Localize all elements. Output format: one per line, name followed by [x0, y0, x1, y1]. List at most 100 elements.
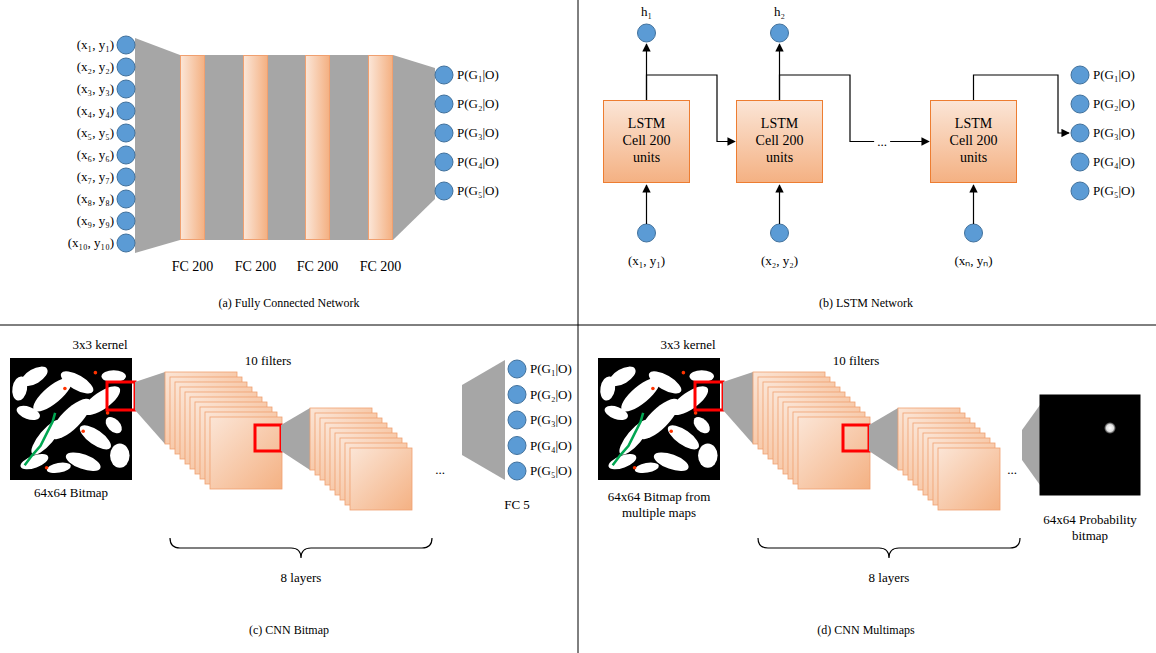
- connection-band: [330, 55, 368, 240]
- neuron-circle: [508, 411, 526, 429]
- neuron-circle: [435, 124, 453, 142]
- probability-bitmap: [1040, 395, 1140, 495]
- filter-label: 10 filters: [833, 353, 880, 369]
- neuron-circle: [1071, 153, 1089, 171]
- output-label: P(G₃|O): [457, 125, 499, 141]
- wire: [973, 185, 974, 224]
- input-label: (x₂, y₂): [761, 253, 798, 269]
- neuron-circle: [508, 437, 526, 455]
- fc-layer: FC 200: [305, 55, 330, 240]
- ellipsis: ...: [435, 462, 445, 478]
- connection-fan: [135, 38, 180, 253]
- neuron-circle: [1071, 95, 1089, 113]
- output-label: P(G₅|O): [457, 183, 499, 199]
- output-label: P(G₄|O): [530, 438, 572, 454]
- neuron-circle: [1071, 182, 1089, 200]
- ellipsis: ...: [1007, 462, 1017, 478]
- fc-layer: FC 200: [368, 55, 393, 240]
- connection-band: [205, 55, 243, 240]
- cell-label: LSTM Cell 200 units: [945, 116, 1003, 166]
- panel-divider: [578, 0, 579, 653]
- output-label: P(G₁|O): [457, 67, 499, 83]
- panel-caption: (c) CNN Bitmap: [249, 623, 329, 637]
- output-label: P(G₄|O): [457, 154, 499, 170]
- neuron-circle: [508, 386, 526, 404]
- output-caption: 64x64 Probability bitmap: [1025, 512, 1155, 543]
- output-label: P(G₃|O): [1093, 125, 1135, 141]
- cell-label: LSTM Cell 200 units: [751, 116, 809, 166]
- neuron-circle: [771, 24, 789, 42]
- neuron-circle: [508, 360, 526, 378]
- convolution-fan: [135, 372, 165, 444]
- layer-label: FC 200: [172, 259, 214, 276]
- input-label: (x₁, y₁): [77, 37, 114, 53]
- connection-band: [268, 55, 306, 240]
- layer-label: FC 5: [504, 497, 530, 513]
- layer-count: 8 layers: [281, 570, 322, 586]
- output-label: P(G₂|O): [1093, 96, 1135, 112]
- panel-caption: (a) Fully Connected Network: [219, 296, 360, 310]
- convolution-fan: [281, 408, 310, 470]
- neuron-circle: [117, 80, 135, 98]
- neuron-circle: [117, 190, 135, 208]
- panel-divider: [0, 325, 1156, 326]
- wire: [779, 185, 780, 224]
- probability-peak: [1104, 422, 1116, 434]
- wire: [646, 185, 647, 224]
- input-label: (x₉, y₉): [77, 213, 114, 229]
- input-caption: 64x64 Bitmap from multiple maps: [597, 489, 722, 520]
- input-label: (x₇, y₇): [77, 169, 114, 185]
- convolution-fan: [723, 372, 753, 444]
- kernel-box: [843, 425, 869, 451]
- neuron-circle: [117, 168, 135, 186]
- neuron-circle: [435, 95, 453, 113]
- output-label: P(G₁|O): [1093, 67, 1135, 83]
- layer-label: FC 200: [297, 259, 339, 276]
- connection-fan: [462, 360, 505, 480]
- output-label: P(G₄|O): [1093, 154, 1135, 170]
- hidden-state-label: h₁: [641, 4, 652, 20]
- neuron-circle: [1071, 124, 1089, 142]
- neuron-circle: [638, 224, 656, 242]
- fc-layer: FC 200: [180, 55, 205, 240]
- neuron-circle: [508, 462, 526, 480]
- input-label: (x₅, y₅): [77, 125, 114, 141]
- filter-map: [938, 448, 1000, 510]
- output-label: P(G₂|O): [530, 387, 572, 403]
- layer-count: 8 layers: [869, 570, 910, 586]
- cell-label: LSTM Cell 200 units: [618, 116, 676, 166]
- neuron-circle: [117, 36, 135, 54]
- neuron-circle: [117, 58, 135, 76]
- neuron-circle: [435, 153, 453, 171]
- output-label: P(G₁|O): [530, 361, 572, 377]
- neuron-circle: [117, 146, 135, 164]
- panel-caption: (d) CNN Multimaps: [817, 623, 914, 637]
- output-label: P(G₅|O): [1093, 183, 1135, 199]
- output-label: P(G₅|O): [530, 463, 572, 479]
- neuron-circle: [117, 124, 135, 142]
- bitmap-map: [598, 358, 720, 480]
- neuron-circle: [117, 102, 135, 120]
- input-label: (xₙ, yₙ): [954, 253, 992, 269]
- neuron-circle: [771, 224, 789, 242]
- filter-map: [350, 448, 412, 510]
- input-label: (x₂, y₂): [77, 59, 114, 75]
- neuron-circle: [435, 66, 453, 84]
- neuron-circle: [1071, 66, 1089, 84]
- neuron-circle: [117, 234, 135, 252]
- kernel-box: [107, 382, 135, 410]
- neuron-circle: [117, 212, 135, 230]
- kernel-label: 3x3 kernel: [660, 337, 715, 353]
- layer-brace: [758, 538, 1020, 558]
- output-label: P(G₃|O): [530, 412, 572, 428]
- kernel-box: [255, 425, 281, 451]
- input-label: (x₁₀, y₁₀): [68, 235, 114, 251]
- ellipsis: ...: [874, 134, 890, 150]
- filter-label: 10 filters: [245, 353, 292, 369]
- bitmap-map: [10, 358, 132, 480]
- neuron-circle: [435, 182, 453, 200]
